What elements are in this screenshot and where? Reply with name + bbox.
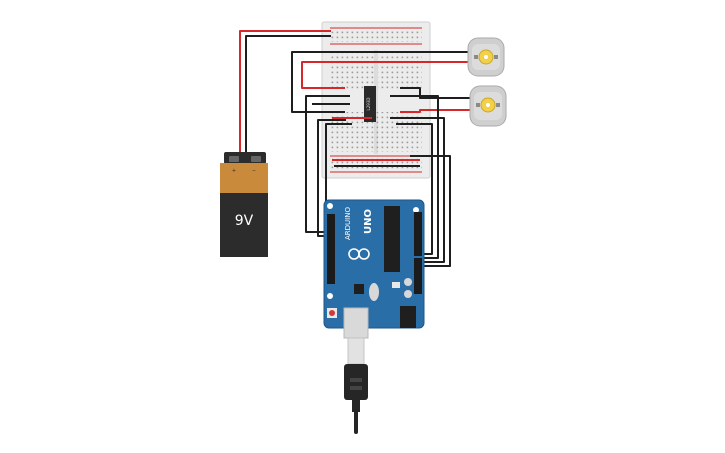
wire-battery-negative [245,35,331,155]
arduino-uno-board[interactable]: ARDUINO UNO [323,199,425,339]
driver-chip-label: L293D [366,98,371,111]
usb-cable-icon[interactable] [344,337,368,434]
wire-motor1-b [301,61,468,89]
arduino-brand-label: ARDUINO [344,207,352,240]
wire-motor2-b [400,109,470,113]
arduino-logo [348,248,370,260]
wire-motor2-a [400,87,470,99]
battery-label: 9V [235,213,254,229]
wires [239,30,470,267]
battery-9v[interactable]: + − 9V [220,152,268,257]
wire-arduino-right-3 [412,95,439,259]
battery-negative-label: − [252,168,256,174]
wire-motor1-a [291,51,468,113]
wire-arduino-right-2 [412,117,445,263]
reset-button-icon[interactable] [327,308,337,318]
dc-motor-2[interactable] [469,85,507,127]
wire-battery-positive [239,30,331,155]
dc-motor-1[interactable] [467,37,505,77]
driver-chip[interactable]: L293D [364,86,376,122]
battery-positive-label: + [232,168,236,174]
wire-arduino-right-1 [410,155,451,267]
arduino-model-label: UNO [363,209,374,234]
